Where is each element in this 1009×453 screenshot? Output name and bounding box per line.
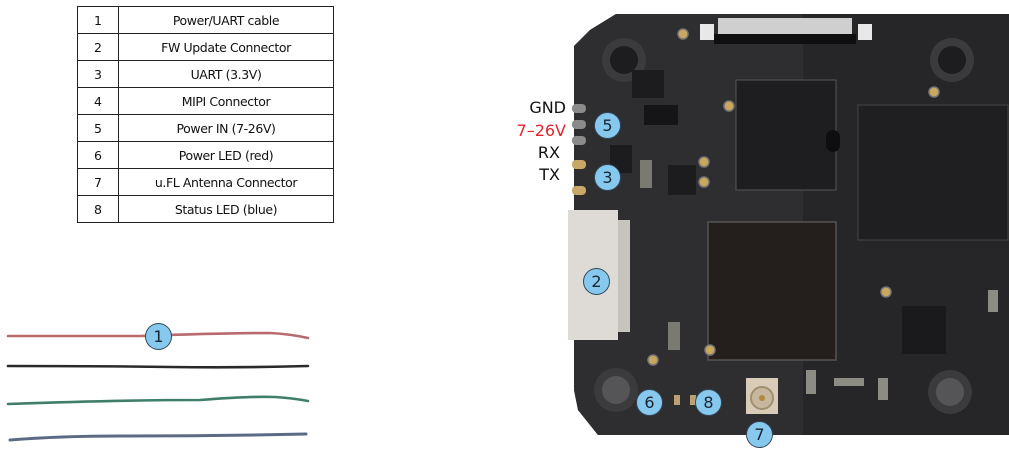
legend-number: 4 [77,87,119,115]
status-led [690,395,696,405]
legend-number: 2 [77,33,119,61]
legend-label: Power/UART cable [118,6,334,34]
callout-badge-5: 5 [594,112,621,139]
legend-label: u.FL Antenna Connector [118,168,334,196]
ic-small-3 [668,165,696,195]
legend-number: 7 [77,168,119,196]
legend-label: MIPI Connector [118,87,334,115]
legend-number: 1 [77,6,119,34]
callout-badge-2: 2 [583,268,610,295]
legend-number: 5 [77,114,119,142]
wire-green [6,395,310,406]
legend-number: 8 [77,195,119,223]
smd-component [878,378,888,400]
slot-hole [826,130,840,152]
legend-number: 3 [77,60,119,88]
power-led [674,395,680,405]
mipi-connector [700,18,872,44]
smd-component [988,290,998,312]
legend-label: Status LED (blue) [118,195,334,223]
mount-hole-bl [594,368,638,412]
pin-label-vin: 7–26V [516,121,566,140]
edge-pads [572,104,586,195]
ic-small-5 [902,306,946,354]
camera-board-photo [568,14,1009,435]
memory-chip-right [857,104,1009,241]
smd-component [640,160,652,188]
legend-label: Power IN (7-26V) [118,114,334,142]
pin-label-tx: TX [539,165,560,184]
callout-badge-6: 6 [636,389,663,416]
mount-hole-br [928,370,972,414]
legend-number: 6 [77,141,119,169]
power-uart-cable [6,331,310,442]
callout-badge-1: 1 [145,323,172,350]
smd-component [834,378,864,386]
callout-badge-7: 7 [746,421,773,448]
ufl-antenna-connector [746,378,778,414]
ic-small-2 [644,105,678,125]
test-points [647,28,940,366]
ic-small-1 [632,70,664,98]
soc-chip [707,221,837,361]
smd-component [806,370,816,394]
callout-badge-8: 8 [695,389,722,416]
smd-component [668,322,680,350]
wire-black [6,364,310,369]
wire-blue [8,432,308,442]
pin-label-rx: RX [537,143,560,162]
pin-label-gnd: GND [529,98,566,117]
memory-chip-left [735,79,837,191]
callout-badge-3: 3 [594,164,621,191]
legend-label: FW Update Connector [118,33,334,61]
legend-label: UART (3.3V) [118,60,334,88]
mount-hole-tr [930,38,974,82]
legend-label: Power LED (red) [118,141,334,169]
